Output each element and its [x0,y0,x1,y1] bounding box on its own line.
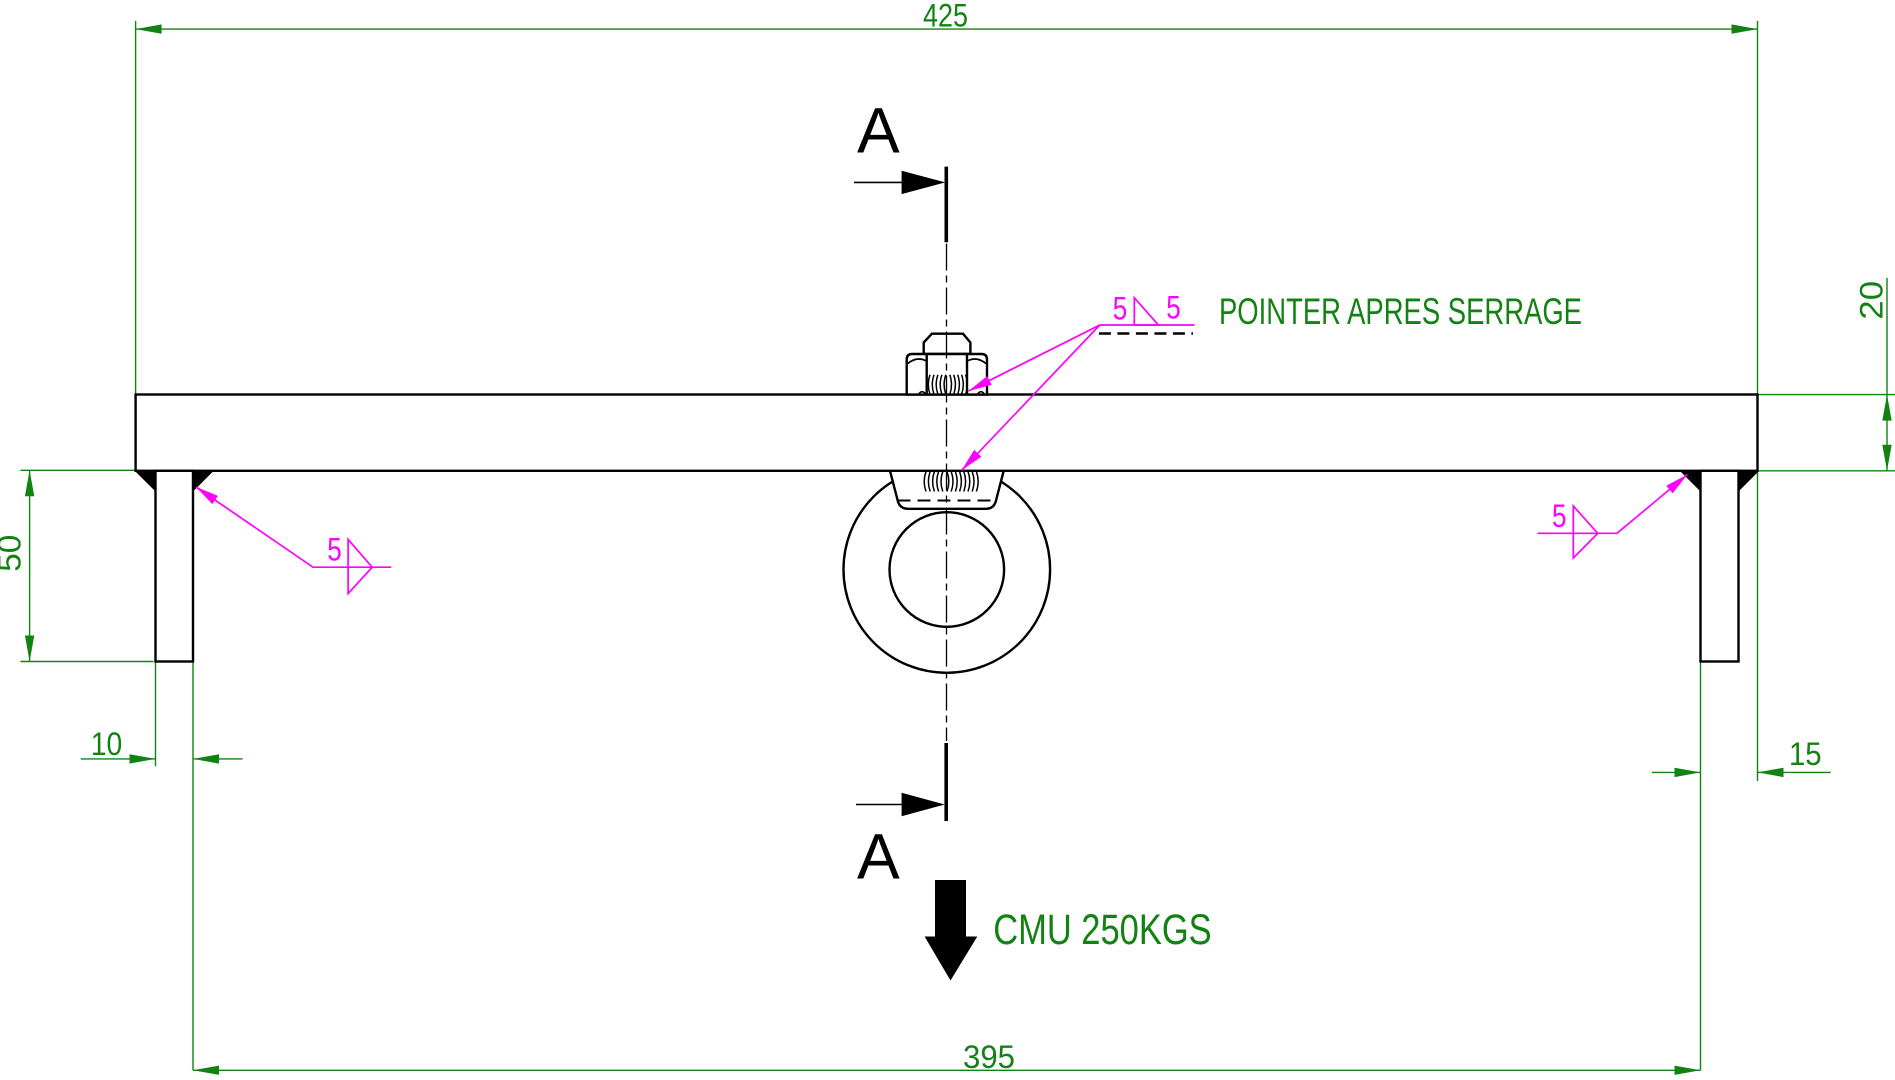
svg-text:POINTER APRES SERRAGE: POINTER APRES SERRAGE [1219,291,1582,332]
svg-text:20: 20 [1854,281,1890,320]
svg-text:5: 5 [1552,498,1567,534]
svg-text:50: 50 [0,535,27,572]
svg-text:395: 395 [963,1039,1015,1075]
svg-text:10: 10 [91,726,123,762]
svg-text:5: 5 [1113,291,1128,327]
svg-text:5: 5 [327,532,342,568]
svg-text:425: 425 [923,0,968,34]
svg-text:5: 5 [1166,290,1181,326]
svg-text:15: 15 [1789,736,1822,772]
svg-text:A: A [857,821,900,893]
svg-text:A: A [857,95,900,167]
svg-text:CMU 250KGS: CMU 250KGS [993,906,1211,954]
